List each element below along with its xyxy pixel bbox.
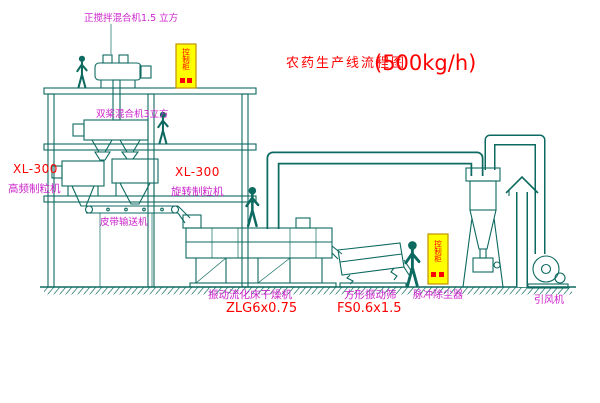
label-fan: 引风机 bbox=[534, 293, 564, 306]
diagram-title-capacity: (500kg/h) bbox=[374, 51, 476, 75]
twin-paddle-mixer bbox=[72, 119, 149, 153]
belt-conveyor bbox=[84, 205, 191, 287]
label-dryer-model: ZLG6x0.75 bbox=[226, 301, 297, 316]
label-left-granulator-name: 高频制粒机 bbox=[8, 182, 61, 195]
building-structure bbox=[43, 87, 257, 288]
worker-icon bbox=[404, 239, 421, 288]
rotary-granulator bbox=[111, 151, 159, 205]
cabinet-lower-label: 控制柜 bbox=[433, 239, 442, 264]
label-sieve-model: FS0.6x1.5 bbox=[337, 301, 402, 316]
square-vibrating-sieve bbox=[331, 242, 413, 288]
fluid-bed-dryer bbox=[182, 214, 337, 288]
exhaust-duct-main bbox=[266, 151, 484, 229]
left-granulator bbox=[51, 151, 111, 207]
horizontal-mixer bbox=[94, 24, 152, 121]
label-belt-conveyor: 皮带输送机 bbox=[100, 216, 148, 228]
cabinet-upper-label: 控制柜 bbox=[181, 47, 190, 72]
control-cabinet-upper: 控制柜 bbox=[175, 43, 197, 89]
label-left-granulator-model: XL-300 bbox=[13, 162, 58, 176]
label-twin-paddle-mixer: 双桨混合机3立方 bbox=[96, 108, 169, 120]
cyclone-outlet-duct bbox=[484, 134, 546, 254]
exhaust-stack bbox=[505, 175, 539, 287]
control-cabinet-lower: 控制柜 bbox=[427, 233, 449, 285]
label-rotary-granulator-name: 旋转制粒机 bbox=[171, 185, 224, 198]
cyclone-separator bbox=[462, 167, 504, 288]
worker-icon bbox=[76, 54, 88, 89]
diagram-title: 农药生产线流程图 bbox=[286, 56, 406, 71]
induced-draft-fan bbox=[527, 255, 569, 289]
label-horizontal-mixer: 正搅拌混合机1.5 立方 bbox=[84, 12, 178, 24]
label-dryer-name: 振动流化床干燥机 bbox=[208, 288, 292, 301]
label-rotary-granulator-model: XL-300 bbox=[175, 165, 220, 179]
label-dust-collector: 脉冲除尘器 bbox=[413, 288, 463, 301]
ground-line bbox=[40, 286, 576, 295]
label-sieve-name: 方形振动筛 bbox=[344, 288, 397, 301]
